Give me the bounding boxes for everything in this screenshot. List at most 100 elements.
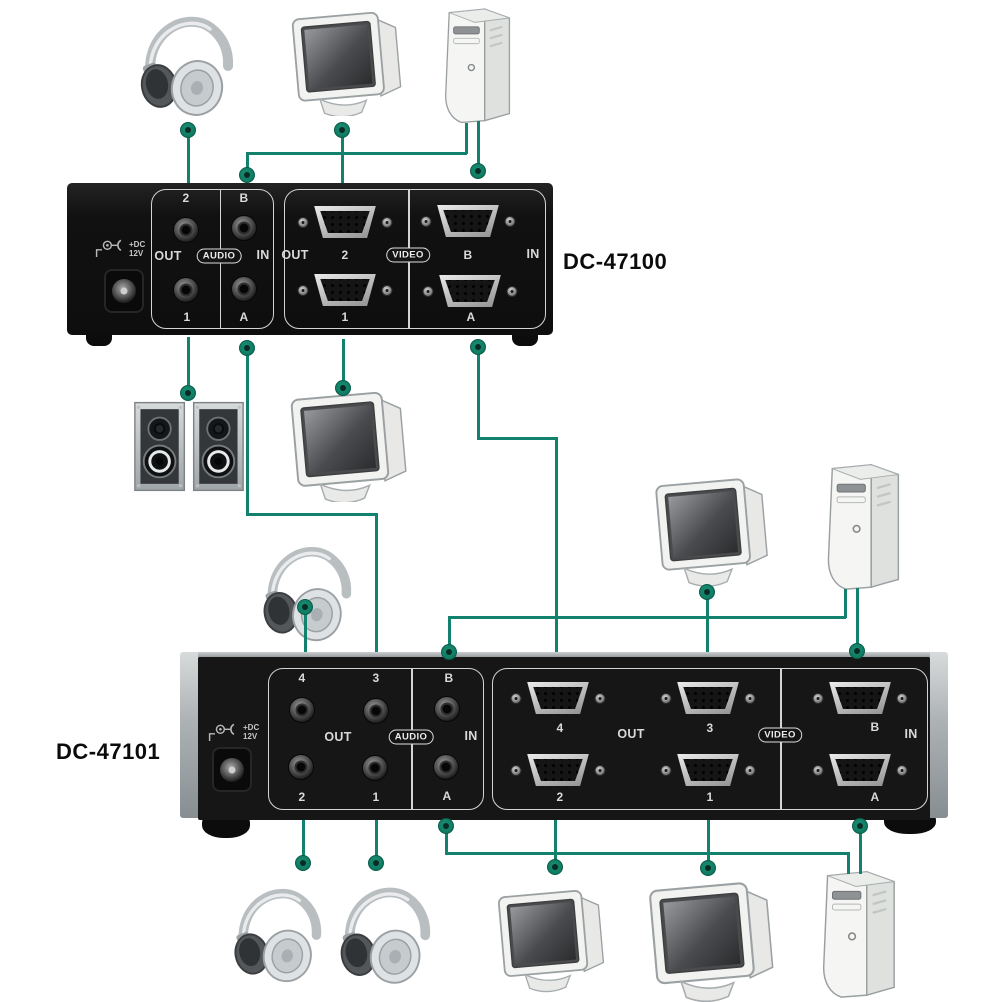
audio-out-label: OUT [154, 249, 182, 263]
video-in-b-label: B [870, 720, 880, 734]
cable-segment [247, 151, 467, 155]
cable-segment [554, 436, 558, 661]
cable-segment [706, 818, 710, 868]
vga-connector [527, 682, 589, 714]
audio-jack-out-1 [173, 277, 199, 303]
audio-jack-out-4 [289, 697, 315, 723]
vga-connector [527, 754, 589, 786]
vga-connector [829, 754, 891, 786]
screw-icon [297, 216, 309, 228]
audio-in-b-label: B [239, 191, 249, 205]
audio-in-b-label: B [444, 671, 454, 685]
headphones-icon [335, 872, 432, 989]
power-volt-label: 12V [129, 249, 144, 258]
device-dc-47101: +DC 12V 4 3 B OUT AUDIO IN 2 1 A 4 OUT 3… [180, 650, 948, 822]
cable-junction-dot [180, 122, 196, 138]
screw-icon [381, 284, 393, 296]
vga-port-out-1 [297, 274, 393, 306]
video-section [284, 189, 546, 329]
screw-icon [504, 215, 516, 227]
screw-icon [744, 692, 756, 704]
vga-port-in-b [420, 205, 516, 237]
computer-tower-icon [812, 457, 907, 593]
cable-junction-dot [470, 163, 486, 179]
vga-port-out-2 [510, 754, 606, 786]
cable-segment [301, 818, 305, 863]
cable-segment [303, 606, 307, 660]
cable-segment [444, 824, 448, 854]
cable-segment [476, 436, 558, 440]
video-out-1-label: 1 [341, 310, 349, 324]
audio-jack-in-b [434, 696, 460, 722]
cable-segment [374, 818, 378, 863]
audio-out-1-label: 1 [183, 310, 191, 324]
video-section [492, 668, 928, 810]
vga-pins [533, 759, 583, 781]
crt-monitor-icon [278, 12, 412, 116]
vga-pins [445, 280, 495, 302]
model-label-dc-47100: DC-47100 [563, 249, 668, 274]
screw-icon [896, 764, 908, 776]
device-top-edge [198, 652, 930, 658]
crt-monitor-icon [491, 881, 608, 1000]
audio-out-2-label: 2 [182, 191, 190, 205]
cable-junction-dot [335, 380, 351, 396]
audio-in-a-label: A [239, 310, 249, 324]
cable-junction-dot [295, 855, 311, 871]
cable-segment [245, 512, 378, 516]
video-out-2-label: 2 [556, 790, 564, 804]
video-badge: VIDEO [386, 247, 430, 263]
vga-pins [835, 687, 885, 709]
cable-junction-dot [239, 340, 255, 356]
vga-pins [835, 759, 885, 781]
dc-polarity-icon [93, 236, 129, 260]
vga-port-out-1 [660, 754, 756, 786]
cable-junction-dot [297, 599, 313, 615]
cable-segment [374, 512, 378, 661]
cable-segment [553, 818, 557, 867]
screw-icon [420, 215, 432, 227]
cable-segment [447, 615, 846, 619]
screw-icon [381, 216, 393, 228]
video-in-label: IN [904, 727, 918, 741]
screw-icon [896, 692, 908, 704]
vga-pins [683, 687, 733, 709]
cable-junction-dot [180, 385, 196, 401]
cable-junction-dot [368, 855, 384, 871]
vga-port-out-2 [297, 206, 393, 238]
headphones-icon [229, 872, 323, 989]
audio-jack-in-a [433, 754, 459, 780]
speakers-icon [133, 398, 245, 495]
video-out-1-label: 1 [706, 790, 714, 804]
vga-connector [437, 205, 499, 237]
cable-segment [444, 851, 850, 855]
video-out-2-label: 2 [341, 248, 349, 262]
video-in-a-label: A [466, 310, 476, 324]
vga-connector [677, 682, 739, 714]
audio-badge: AUDIO [388, 729, 434, 745]
cable-segment [846, 851, 850, 874]
headphones-icon [134, 6, 236, 116]
cable-segment [340, 130, 344, 183]
cable-segment [245, 151, 249, 176]
audio-jack-in-a [231, 276, 257, 302]
cable-segment [858, 824, 862, 874]
video-out-label: OUT [617, 727, 645, 741]
screw-icon [594, 764, 606, 776]
audio-out-1-label: 1 [372, 790, 380, 804]
vga-port-out-4 [510, 682, 606, 714]
cable-segment [476, 121, 480, 172]
cable-segment [447, 615, 451, 653]
computer-tower-icon [428, 2, 520, 126]
vga-pins [320, 279, 370, 301]
audio-out-3-label: 3 [372, 671, 380, 685]
power-dc-label: +DC [243, 723, 260, 732]
cable-segment [186, 337, 190, 393]
cable-junction-dot [547, 859, 563, 875]
video-out-4-label: 4 [556, 721, 564, 735]
audio-section [268, 668, 484, 810]
vga-connector [314, 274, 376, 306]
screw-icon [422, 285, 434, 297]
audio-section [151, 189, 274, 329]
power-dc-label: +DC [129, 240, 146, 249]
